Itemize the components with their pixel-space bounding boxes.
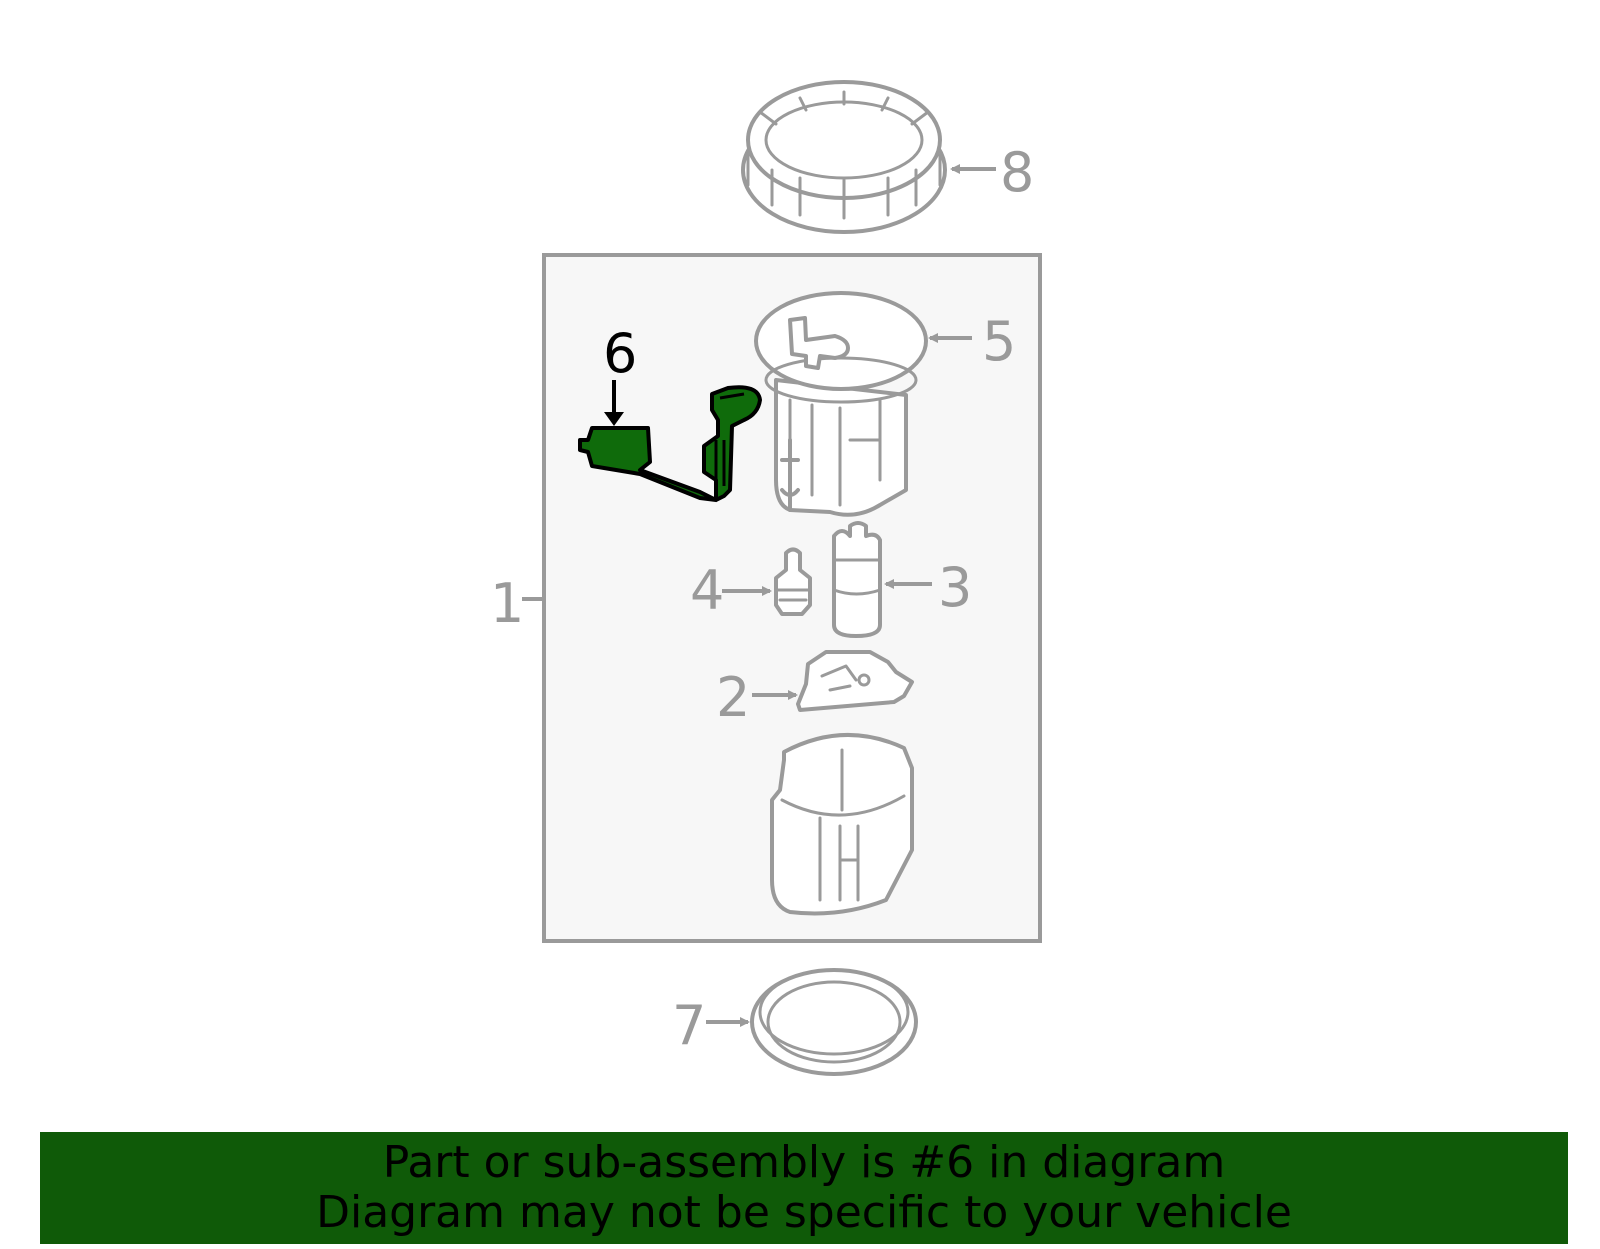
banner-line-part-info: Part or sub-assembly is #6 in diagram: [382, 1137, 1226, 1188]
callout-8: 8: [1000, 141, 1034, 204]
callout-2: 2: [716, 666, 750, 729]
part-5-pump-module: [754, 291, 928, 517]
banner-line-disclaimer: Diagram may not be specific to your vehi…: [316, 1187, 1292, 1238]
part-7-seal-ring: [750, 968, 918, 1076]
part-6-fuel-level-sender: [578, 385, 762, 502]
part-3-fuel-pump: [832, 521, 882, 638]
callout-3: 3: [938, 556, 972, 619]
callout-7: 7: [672, 994, 706, 1057]
part-4-regulator: [774, 547, 812, 616]
callout-6: 6: [603, 322, 637, 385]
info-banner: Part or sub-assembly is #6 in diagram Di…: [40, 1132, 1568, 1244]
callout-5: 5: [982, 310, 1016, 373]
reservoir-cup: [770, 733, 914, 916]
callout-4: 4: [690, 559, 724, 622]
part-2-filter: [796, 650, 914, 712]
leader-6-arrowhead: [604, 412, 624, 426]
part-8-lock-ring: [741, 80, 947, 234]
callout-1: 1: [490, 572, 524, 635]
